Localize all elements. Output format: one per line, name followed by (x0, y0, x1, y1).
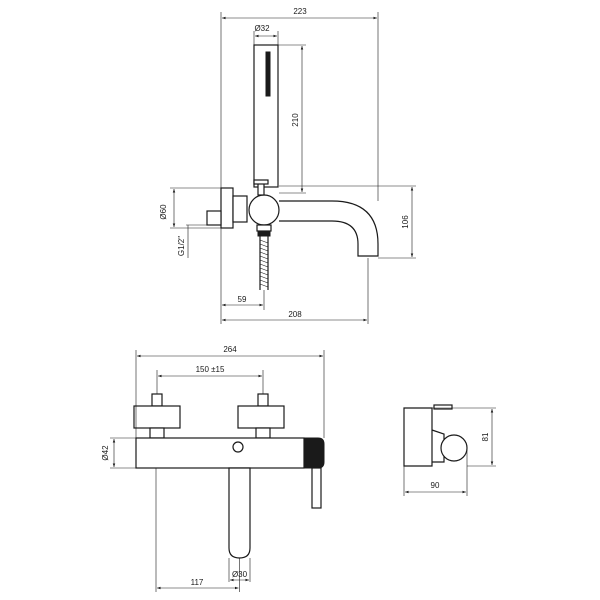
top-view-dimensions: 81 90 (403, 407, 496, 496)
wall-flange (220, 187, 234, 229)
dim-label-thread: G1/2" (177, 236, 186, 256)
dim-label-dia60: Ø60 (159, 204, 168, 220)
dim-label-dia42: Ø42 (101, 445, 110, 461)
flange-nut (232, 195, 248, 223)
dim-label-81: 81 (481, 432, 490, 441)
right-eccentric-top (257, 393, 269, 407)
left-nut (149, 427, 165, 439)
top-view-mixer (403, 404, 468, 467)
side-handle (440, 434, 468, 462)
diverter-knob (257, 182, 265, 196)
mixer-bar (135, 437, 305, 469)
shower-spray-head (265, 51, 271, 97)
dim-label-dia32: Ø32 (254, 24, 270, 33)
right-nut (255, 427, 271, 439)
dim-label-117: 117 (191, 578, 204, 587)
bath-spout (279, 200, 379, 257)
dim-label-90: 90 (431, 481, 440, 490)
dim-label-208: 208 (288, 310, 302, 319)
side-view-dimensions: 223 Ø32 210 Ø60 G1/2" 106 59 208 (159, 7, 416, 324)
dim-label-223: 223 (293, 7, 307, 16)
front-view-dimensions: 264 150 ±15 Ø42 117 Ø30 (101, 345, 325, 592)
left-flange (133, 405, 181, 429)
left-eccentric-top (151, 393, 163, 407)
front-spout (228, 467, 251, 559)
side-body (403, 407, 433, 467)
dim-label-59: 59 (238, 295, 247, 304)
shower-hose (259, 236, 269, 290)
hose-connector (256, 224, 272, 232)
side-knob (433, 404, 453, 410)
dim-label-centers: 150 ±15 (196, 365, 225, 374)
dim-label-106: 106 (401, 215, 410, 229)
lever-cap (303, 437, 325, 469)
right-flange (237, 405, 285, 429)
mixer-body (248, 194, 280, 226)
front-view-mixer (133, 393, 325, 559)
side-view-mixer (206, 44, 379, 290)
inlet-connector (206, 210, 222, 226)
dim-label-210: 210 (291, 113, 300, 127)
diverter-cap (253, 179, 269, 185)
hose-nut (257, 230, 271, 237)
mixer-lever (311, 467, 322, 509)
dim-label-dia30: Ø30 (232, 570, 248, 579)
dim-label-264: 264 (223, 345, 237, 354)
diverter-hole (232, 441, 244, 453)
